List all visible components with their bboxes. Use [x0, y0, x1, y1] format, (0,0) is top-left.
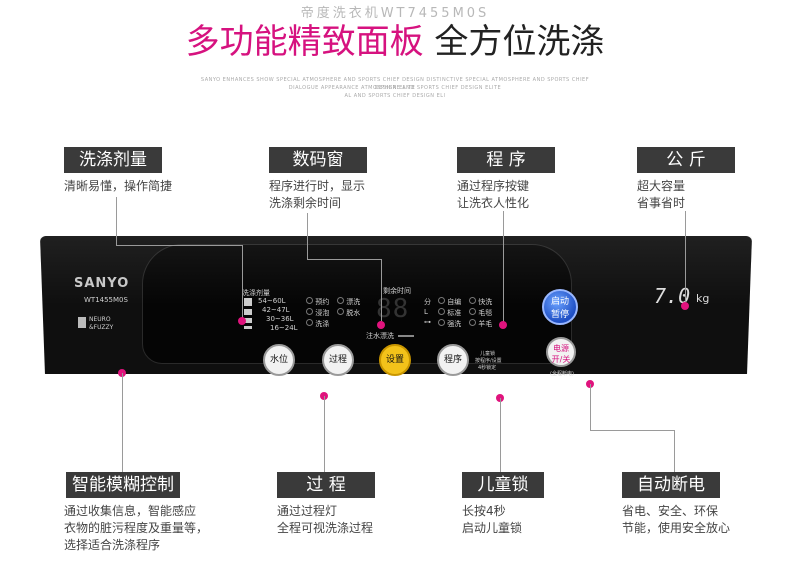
leader-line — [590, 384, 591, 430]
childlock-hint-3: 4秒锁定 — [478, 365, 497, 371]
label-program: 程 序 — [457, 147, 555, 173]
desc-program-2: 让洗衣人性化 — [457, 196, 530, 210]
page-title: 多功能精致面板 全方位洗涤 — [0, 20, 790, 64]
cup-icon — [244, 326, 252, 329]
brand-logo: SANYO — [74, 276, 130, 291]
process-button[interactable]: 过程 — [322, 344, 354, 376]
leader-line — [503, 211, 504, 323]
water-bar — [398, 335, 414, 337]
desc-fuzzy-3: 选择适合洗涤程序 — [64, 538, 161, 552]
start-pause-button[interactable]: 启动 暂停 — [542, 289, 578, 325]
panel-recess — [142, 244, 572, 364]
key-icon: ⊶ — [424, 318, 431, 326]
process-led-rinse: 漂洗 — [337, 297, 360, 307]
childlock-hint-1: 儿童锁 — [480, 351, 496, 357]
desc-autooff-2: 节能，使用安全放心 — [622, 521, 731, 535]
process-led-soak: 浸泡 — [306, 308, 329, 318]
program-led-custom: 自编 — [438, 297, 461, 307]
callout-dot — [238, 317, 246, 325]
cup-icon — [244, 318, 252, 323]
label-autooff: 自动断电 — [622, 472, 720, 498]
dosage-row: 54~60L — [258, 297, 286, 305]
leader-line — [242, 245, 243, 321]
process-led-reserve: 预约 — [306, 297, 329, 307]
program-button[interactable]: 程序 — [437, 344, 469, 376]
desc-childlock-2: 启动儿童锁 — [462, 521, 523, 535]
leader-line — [116, 245, 242, 246]
label-capacity: 公 斤 — [637, 147, 735, 173]
process-led-wash: 洗涤 — [306, 319, 329, 329]
dosage-title: 洗涤剂量 — [242, 289, 270, 297]
leader-line — [381, 259, 382, 321]
water-level-button[interactable]: 水位 — [263, 344, 295, 376]
desc-dosage-1: 清晰易懂，操作简捷 — [64, 179, 173, 193]
label-childlock: 儿童锁 — [462, 472, 544, 498]
leader-line — [674, 430, 675, 472]
label-fuzzy: 智能模糊控制 — [66, 472, 180, 498]
program-led-quick: 快洗 — [469, 297, 492, 307]
model-label: WT1455M0S — [84, 296, 128, 304]
desc-autooff-1: 省电、安全、环保 — [622, 504, 719, 518]
desc-process-2: 全程可视洗涤过程 — [277, 521, 374, 535]
neuro-label-1: NEURO — [89, 316, 111, 323]
unit-minutes: 分 — [424, 298, 431, 306]
cup-icon — [244, 309, 252, 315]
fine-print-2: DIALOGUE APPEARANCE ATMOSPHERE AND SPORT… — [288, 85, 502, 91]
dosage-row: 42~47L — [262, 306, 290, 314]
fine-print-3: AL AND SPORTS CHIEF DESIGN ELI — [344, 93, 446, 99]
leader-line — [307, 259, 381, 260]
label-display: 数码窗 — [269, 147, 367, 173]
process-led-spin: 脱水 — [337, 308, 360, 318]
childlock-hint-2: 按程序/设置 — [475, 358, 502, 364]
desc-display-2: 洗涤剩余时间 — [269, 196, 342, 210]
leader-line — [590, 430, 674, 431]
title-secondary: 全方位洗涤 — [434, 22, 605, 62]
desc-process-1: 通过过程灯 — [277, 504, 338, 518]
desc-fuzzy-2: 衣物的脏污程度及重量等， — [64, 521, 209, 535]
dosage-row: 30~36L — [266, 315, 294, 323]
power-button[interactable]: 电源 开/关 — [546, 337, 576, 367]
desc-display-1: 程序进行时，显示 — [269, 179, 366, 193]
unit-liters: L — [424, 308, 428, 316]
desc-fuzzy-1: 通过收集信息，智能感应 — [64, 504, 197, 518]
fine-print-1: SANYO ENHANCES SHOW SPECIAL ATMOSPHERE A… — [200, 77, 590, 91]
leader-line — [116, 197, 117, 245]
leader-line — [307, 213, 308, 259]
label-process: 过 程 — [277, 472, 375, 498]
capacity-unit: kg — [696, 292, 710, 305]
neuro-label-2: &FUZZY — [89, 324, 114, 331]
label-dosage: 洗涤剂量 — [64, 147, 162, 173]
remain-time-label: 剩余时间 — [383, 287, 411, 295]
desc-capacity-2: 省事省时 — [637, 196, 686, 210]
callout-dot — [499, 321, 507, 329]
callout-dot — [681, 302, 689, 310]
dosage-row: 16~24L — [270, 324, 298, 332]
desc-capacity-1: 超大容量 — [637, 179, 686, 193]
power-hint: (全程断电) — [550, 371, 574, 377]
desc-childlock-1: 长按4秒 — [462, 504, 506, 518]
program-led-blanket: 毛毯 — [469, 308, 492, 318]
cup-icon — [244, 298, 252, 306]
title-primary: 多功能精致面板 — [185, 22, 424, 62]
desc-program-1: 通过程序按键 — [457, 179, 530, 193]
water-rinse-label: 注水漂洗 — [366, 332, 394, 340]
leader-line — [500, 398, 501, 472]
settings-button[interactable]: 设置 — [379, 344, 411, 376]
leader-line — [324, 396, 325, 472]
program-led-strong: 强洗 — [438, 319, 461, 329]
subtitle: 帝度洗衣机WT7455M0S — [300, 6, 490, 21]
leader-line — [122, 373, 123, 472]
program-led-wool: 羊毛 — [469, 319, 492, 329]
program-led-standard: 标准 — [438, 308, 461, 318]
callout-dot — [377, 321, 385, 329]
leader-line — [685, 211, 686, 305]
neuro-icon — [78, 317, 86, 328]
